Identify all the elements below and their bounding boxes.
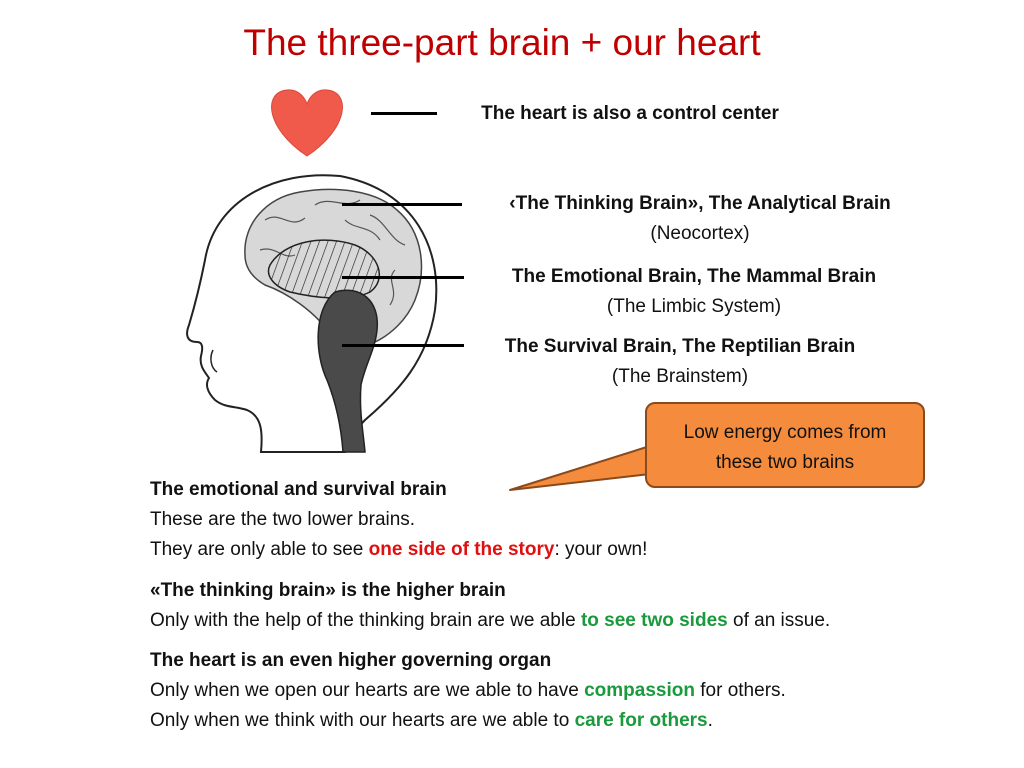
brainstem-shape — [317, 289, 378, 453]
emotional-connector-line — [342, 276, 464, 279]
paragraph-heart: The heart is an even higher governing or… — [150, 650, 786, 731]
head-outline — [186, 174, 438, 453]
heart-connector-line — [371, 112, 437, 115]
page-title: The three-part brain + our heart — [243, 22, 761, 63]
thinking-brain-label: ‹The Thinking Brain», The Analytical Bra… — [509, 193, 891, 244]
limbic-shape — [267, 239, 380, 299]
survival-brain-label: The Survival Brain, The Reptilian Brain … — [504, 336, 856, 387]
survival-connector-line — [342, 344, 464, 347]
brain-head-illustration — [186, 89, 438, 453]
callout-box: Low energy comes from these two brains — [645, 402, 925, 488]
emotional-brain-label: The Emotional Brain, The Mammal Brain (T… — [511, 266, 877, 317]
heart-label: The heart is also a control center — [481, 103, 779, 124]
thinking-connector-line — [342, 203, 462, 206]
paragraph-lower-brains: The emotional and survival brain These a… — [150, 479, 648, 560]
paragraph-thinking-brain: «The thinking brain» is the higher brain… — [150, 580, 831, 631]
heart-icon — [271, 89, 343, 157]
